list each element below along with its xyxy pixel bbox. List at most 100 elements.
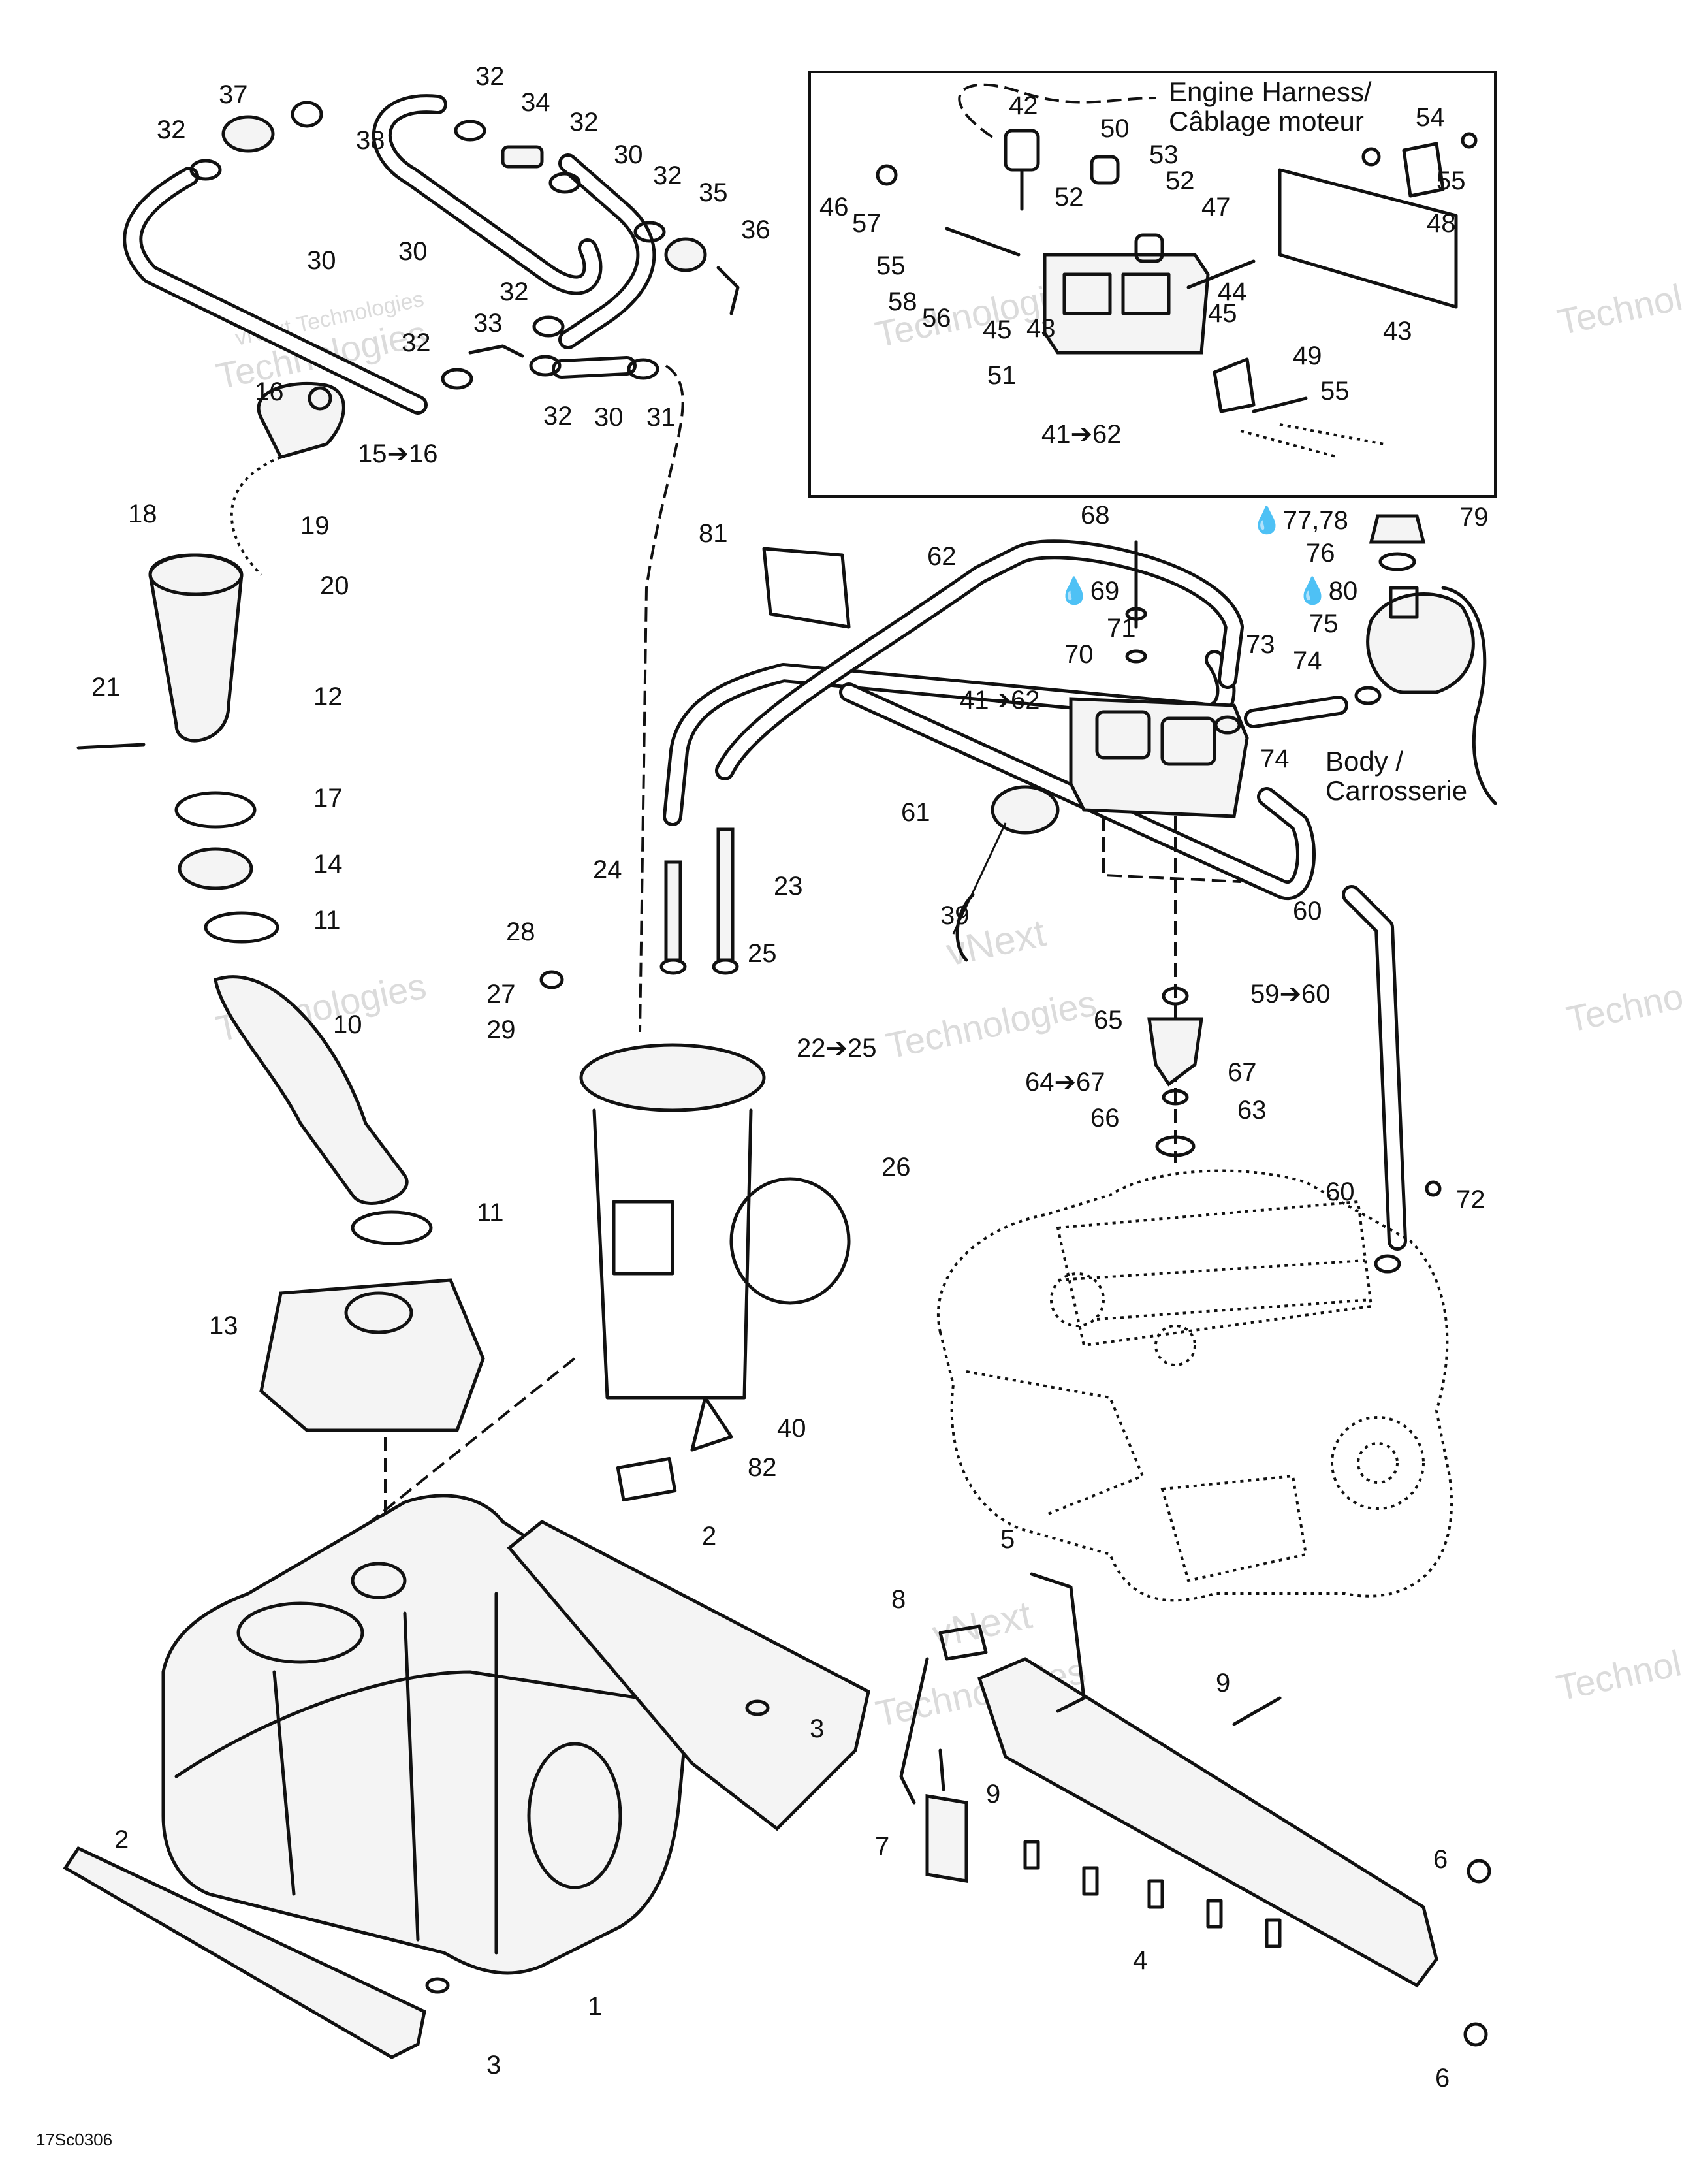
callout-label: 💧69 — [1058, 575, 1119, 605]
callout-label: 55 — [876, 251, 906, 280]
bracket-5 — [1030, 1572, 1086, 1713]
callout-label: 47 — [1201, 193, 1231, 221]
filter-61 — [991, 785, 1060, 835]
callout-label: 72 — [1456, 1185, 1485, 1214]
clamp-32 — [529, 355, 562, 377]
callout-label: 60 — [1293, 897, 1322, 925]
callout-label: 55 — [1320, 377, 1350, 406]
callout-label: 70 — [1064, 640, 1094, 669]
watermark-text: Technologies — [883, 982, 1100, 1067]
callout-label: 55 — [1436, 167, 1466, 195]
callout-label: 32 — [569, 108, 599, 136]
fitting-34 — [501, 145, 544, 169]
clamp-74 — [1354, 686, 1382, 705]
callout-label: 63 — [1237, 1096, 1267, 1125]
strap-39-line — [952, 822, 1007, 935]
callout-label: 75 — [1309, 609, 1339, 638]
fuel-lines — [663, 539, 1407, 1251]
strap-39 — [955, 893, 975, 962]
callout-label: 25 — [748, 939, 777, 968]
callout-label: 32 — [653, 161, 682, 190]
washer-70 — [1125, 649, 1147, 664]
callout-label: 50 — [1100, 114, 1130, 143]
valve-37 — [221, 115, 275, 153]
oring-65 — [1162, 986, 1189, 1006]
callout-label: 34 — [521, 88, 550, 117]
callout-label: 15➔16 — [358, 440, 438, 468]
fitting-35 — [664, 237, 707, 272]
filler-neck-12 — [148, 553, 244, 743]
callout-label: 16 — [255, 377, 284, 406]
inset-harness-label: Engine Harness/ — [1169, 76, 1372, 107]
nut-6 — [1463, 2022, 1488, 2047]
callout-label: 22➔25 — [797, 1034, 877, 1063]
callout-label: 2 — [702, 1522, 716, 1550]
vent-hoses — [123, 94, 740, 415]
guard-tab — [1147, 1879, 1164, 1909]
reservoir-line — [1441, 586, 1497, 805]
callout-label: 41➔62 — [1041, 420, 1122, 449]
callout-label: 73 — [1246, 630, 1275, 659]
injector-block — [1160, 716, 1216, 766]
reservoir-75 — [1366, 592, 1475, 694]
callout-label: 7 — [875, 1832, 889, 1861]
callout-label: 45 — [983, 315, 1012, 344]
callout-label: 41➔62 — [960, 686, 1040, 715]
callout-label: 40 — [777, 1414, 806, 1443]
hose-30-inner — [555, 359, 633, 376]
callout-label: 30 — [594, 403, 624, 432]
fuel-pump-module — [539, 547, 851, 1502]
pump-housing — [592, 1108, 753, 1400]
hose-30-inner — [126, 170, 424, 411]
callout-label: 79 — [1459, 503, 1489, 532]
callout-label: 71 — [1107, 614, 1136, 643]
callout-label: 49 — [1293, 342, 1322, 370]
pipe-24 — [664, 860, 682, 962]
callout-label: 52 — [1055, 183, 1084, 212]
sensor-50 — [1090, 155, 1120, 185]
pipe-23 — [716, 827, 735, 962]
head-line — [1057, 1259, 1365, 1281]
callout-label: 9 — [1216, 1669, 1230, 1697]
callout-label: 3 — [810, 1714, 824, 1743]
guard-tab — [1082, 1866, 1099, 1896]
callout-label: 8 — [891, 1585, 906, 1614]
callout-label: 32 — [475, 62, 505, 91]
hose-ends — [1240, 423, 1385, 458]
hose-61-inner — [842, 686, 1312, 897]
rail-dashed — [1102, 816, 1241, 883]
fuel-tank-1 — [161, 1494, 689, 1975]
filler-hose-10 — [214, 975, 409, 1205]
rivet-9 — [938, 1748, 945, 1791]
callout-label: 12 — [313, 682, 343, 711]
oring-25 — [659, 958, 687, 975]
inset-fuel-rail-detail: Engine Harness/ Câblage moteur — [808, 71, 1497, 498]
callout-label: 26 — [881, 1153, 911, 1181]
callout-label: 💧80 — [1296, 575, 1357, 605]
callout-label: 31 — [646, 403, 676, 432]
fuel-tank — [161, 1494, 689, 1975]
callout-label: 46 — [819, 193, 849, 221]
screw-3 — [425, 1977, 450, 1994]
engine — [936, 1169, 1453, 1602]
callout-label: 74 — [1293, 647, 1322, 675]
fuel-rail-41 — [1069, 697, 1249, 818]
callout-label: 54 — [1416, 103, 1445, 132]
hose-62-inner — [666, 653, 1233, 823]
vent-line-dashed — [639, 364, 684, 1033]
oring-63 — [1155, 1135, 1196, 1157]
tank-supports — [63, 1520, 870, 2059]
tether-18 — [230, 456, 281, 576]
screw-55 — [1252, 396, 1308, 413]
guard-tab — [1023, 1840, 1040, 1870]
nut-6 — [1467, 1859, 1491, 1884]
elbow-36 — [716, 266, 740, 315]
callout-label: 35 — [699, 178, 728, 207]
inset-harness-label: Câblage moteur — [1169, 106, 1364, 136]
callout-label: 33 — [473, 309, 503, 338]
callout-label: 21 — [91, 673, 121, 701]
callout-label: 18 — [128, 500, 157, 528]
guard-tab — [1206, 1899, 1223, 1929]
